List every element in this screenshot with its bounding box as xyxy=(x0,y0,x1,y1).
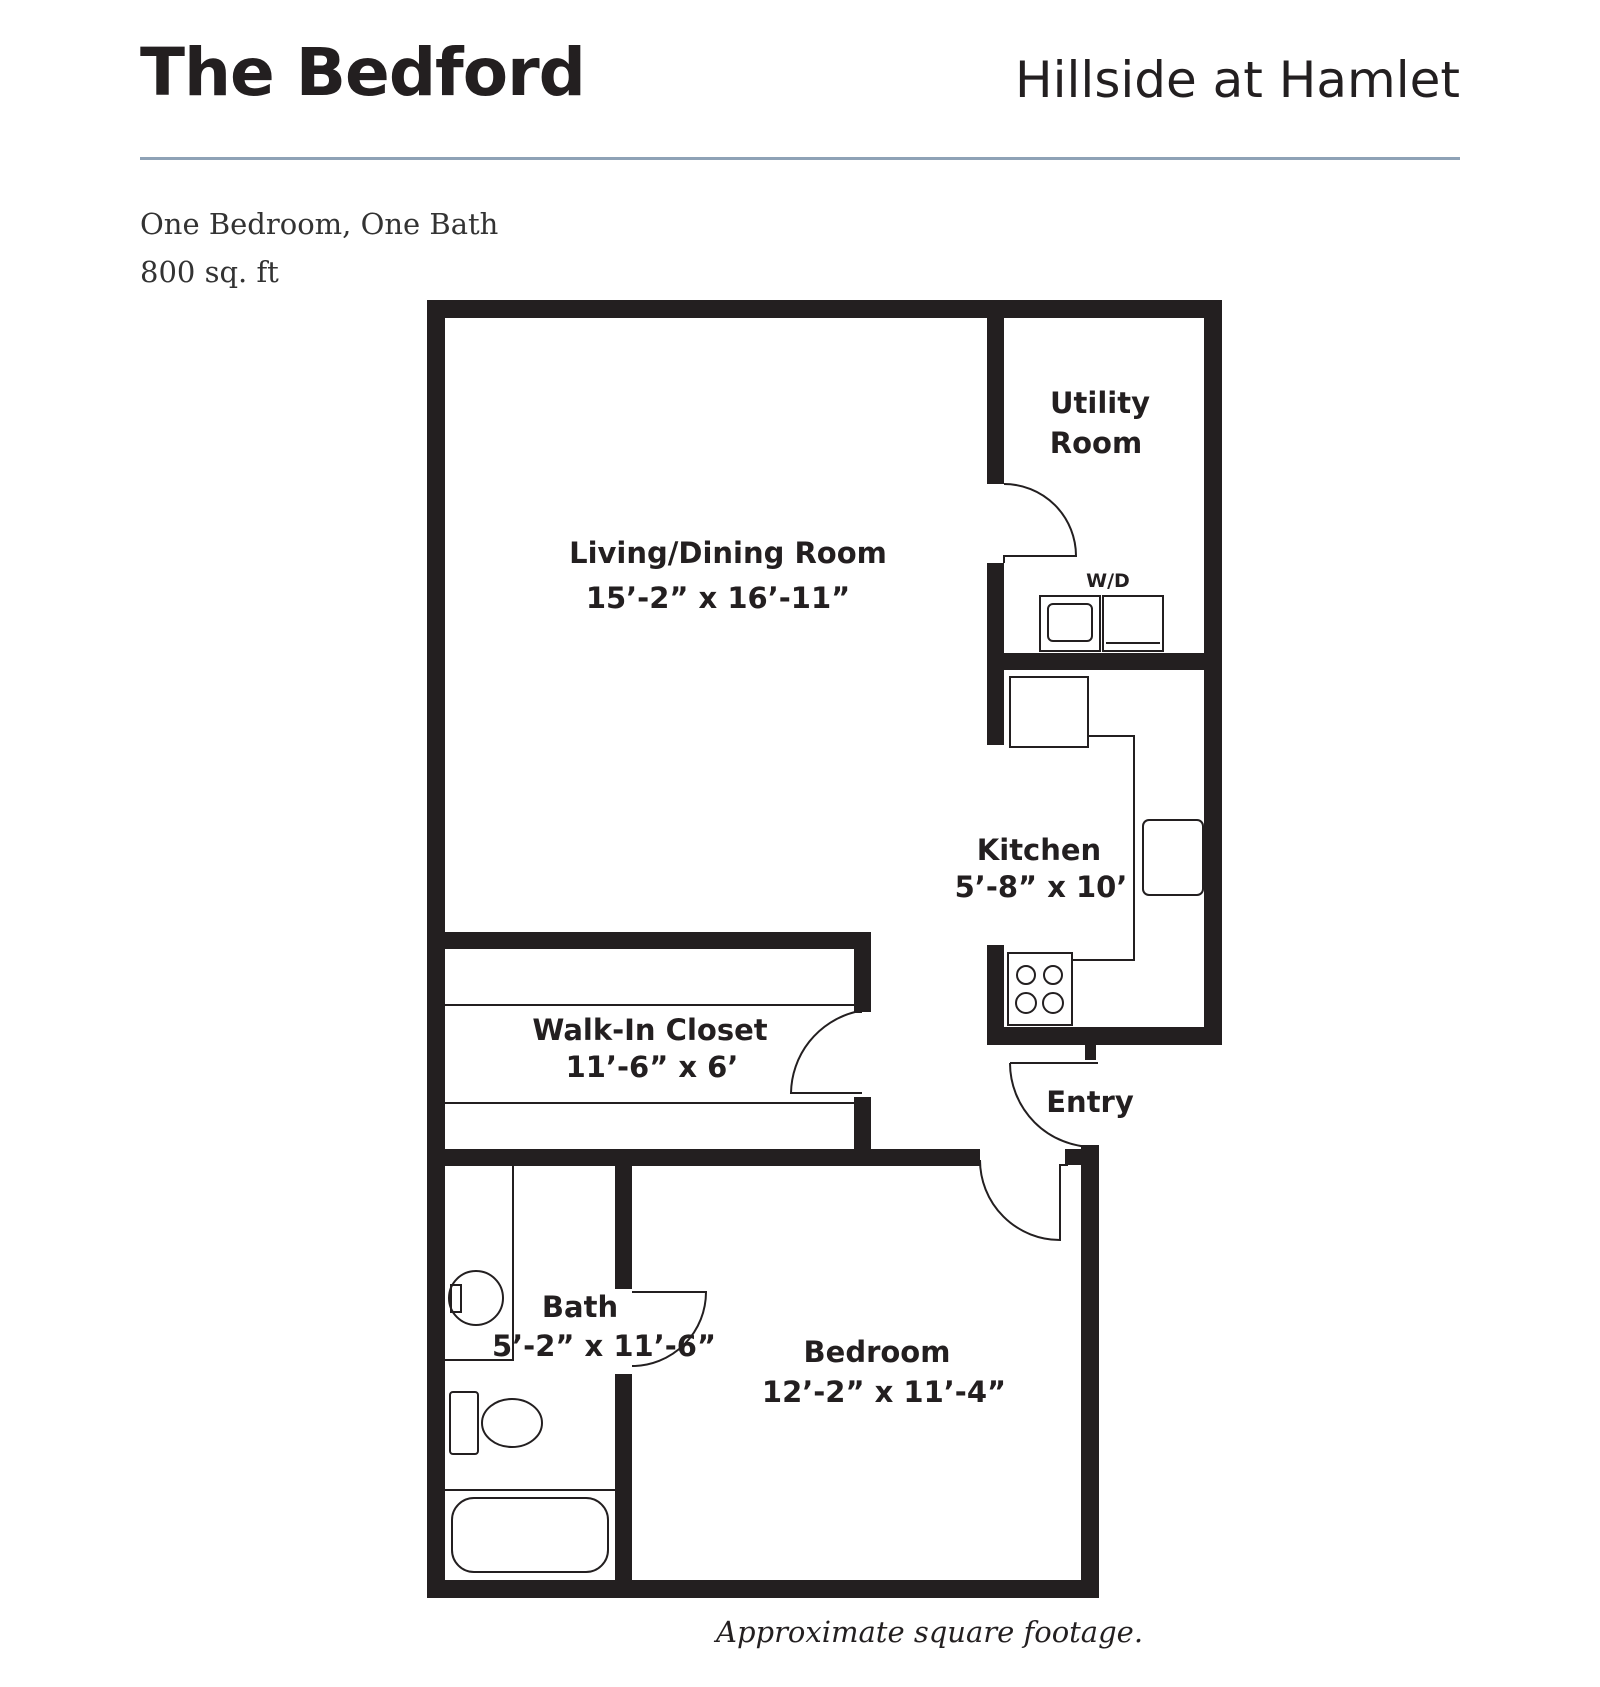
wall-kitchen-left-upper xyxy=(987,653,1004,745)
entry-door xyxy=(1009,1062,1098,1148)
plan-title: The Bedford xyxy=(140,34,586,111)
washer xyxy=(1039,595,1101,652)
living-room-name: Living/Dining Room xyxy=(569,536,887,570)
community-name: Hillside at Hamlet xyxy=(1015,51,1460,109)
kitchen-name: Kitchen xyxy=(977,833,1101,867)
wall-utility-left-lower xyxy=(987,563,1004,665)
wall-top xyxy=(427,300,1222,318)
unit-area: 800 sq. ft xyxy=(140,255,279,289)
wall-closet-top xyxy=(427,932,869,949)
footnote: Approximate square footage. xyxy=(716,1615,1144,1649)
wall-utility-left-upper xyxy=(987,300,1004,484)
kitchen-counter xyxy=(1072,735,1135,961)
bedroom-dims: 12’-2” x 11’-4” xyxy=(762,1375,1006,1409)
wall-right-upper xyxy=(1204,300,1222,1045)
wall-kitchen-left-lower xyxy=(987,945,1004,1045)
wall-bottom xyxy=(427,1580,1099,1598)
walls xyxy=(427,300,1222,1598)
unit-layout: One Bedroom, One Bath xyxy=(140,207,499,241)
bath-door xyxy=(631,1291,708,1367)
bath-dims: 5’-2” x 11’-6” xyxy=(492,1329,716,1363)
vanity xyxy=(445,1166,514,1361)
utility-label-line1: Utility xyxy=(1050,386,1150,420)
utility-door xyxy=(1003,483,1078,563)
closet-name: Walk-In Closet xyxy=(532,1013,767,1047)
living-room-dims: 15’-2” x 16’-11” xyxy=(586,581,850,615)
wall-kitchen-bottom xyxy=(987,1027,1222,1045)
stove xyxy=(1007,952,1073,1026)
toilet-tank xyxy=(449,1391,479,1455)
bedroom-door xyxy=(979,1159,1068,1242)
wall-bedroom-top-right xyxy=(1065,1149,1099,1165)
bath-sink xyxy=(448,1270,504,1326)
room-labels: Utility Room W/D Living/Dining Room 15’-… xyxy=(492,386,1150,1409)
header-divider xyxy=(140,157,1460,160)
bathtub xyxy=(451,1497,609,1573)
bedroom-name: Bedroom xyxy=(804,1335,951,1369)
washer-dryer-label: W/D xyxy=(1086,570,1130,592)
wall-utility-kitchen xyxy=(987,653,1222,670)
wall-bath-right-lower xyxy=(615,1374,632,1598)
entry-label: Entry xyxy=(1046,1085,1134,1119)
wall-bath-right-upper xyxy=(615,1149,632,1289)
kitchen-sink xyxy=(1142,819,1204,896)
dryer xyxy=(1102,595,1164,652)
refrigerator xyxy=(1009,676,1089,748)
toilet-bowl xyxy=(481,1398,543,1448)
closet-dims: 11’-6” x 6’ xyxy=(566,1050,739,1084)
wall-bedroom-top xyxy=(427,1149,980,1166)
kitchen-dims: 5’-8” x 10’ xyxy=(955,870,1128,904)
wall-right-lower xyxy=(1081,1145,1099,1598)
bath-name: Bath xyxy=(542,1290,618,1324)
wall-closet-right-upper xyxy=(854,932,871,1012)
closet-door xyxy=(789,1011,862,1094)
utility-label-line2: Room xyxy=(1050,426,1142,460)
fixtures xyxy=(445,483,1204,1573)
wall-closet-right-lower xyxy=(854,1097,871,1157)
wall-entry-stub-right xyxy=(1085,1045,1096,1060)
